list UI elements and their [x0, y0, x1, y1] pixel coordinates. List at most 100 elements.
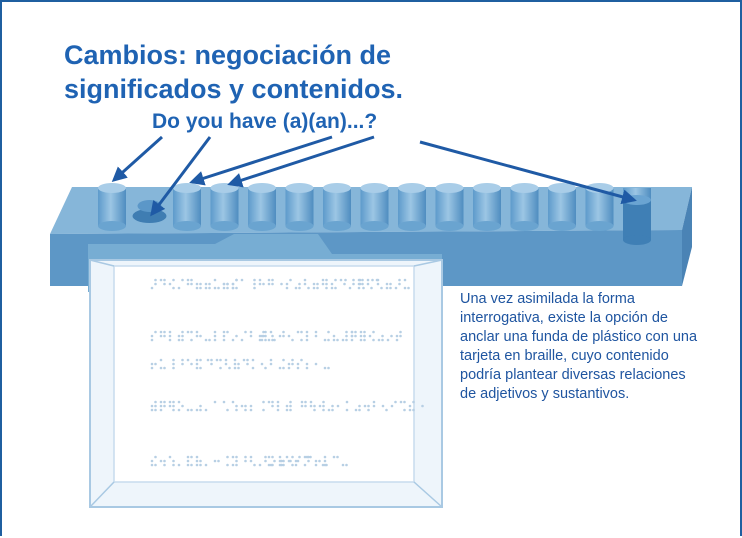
braille-dot	[264, 459, 267, 463]
braille-dot	[421, 404, 424, 408]
braille-dot	[305, 362, 309, 366]
braille-dot	[262, 282, 265, 286]
peg	[473, 183, 501, 231]
braille-dot	[314, 459, 318, 463]
braille-dot	[372, 404, 376, 408]
braille-dot	[213, 330, 217, 334]
braille-dot	[304, 400, 307, 404]
braille-dot	[217, 459, 220, 463]
braille-dot	[271, 334, 274, 338]
braille-dot	[177, 334, 181, 338]
peg	[548, 183, 576, 231]
braille-dot	[325, 282, 328, 286]
braille-dot	[372, 330, 375, 334]
braille-dot	[163, 463, 166, 467]
braille-dot	[235, 455, 238, 459]
braille-dot	[289, 408, 292, 412]
braille-dot	[204, 408, 208, 412]
braille-dot	[296, 330, 300, 334]
braille-dot	[186, 455, 190, 459]
braille-dot	[385, 408, 388, 412]
braille-dot	[350, 334, 354, 338]
braille-dot	[350, 330, 354, 334]
braille-dot	[269, 358, 273, 362]
braille-dot	[154, 282, 157, 286]
braille-dot	[159, 404, 163, 408]
braille-dot	[330, 286, 334, 290]
braille-dot	[159, 358, 163, 362]
braille-dot	[372, 338, 375, 342]
braille-dot	[262, 408, 265, 412]
braille-dot	[186, 459, 190, 463]
braille-dot	[186, 282, 190, 286]
braille-dot	[278, 334, 282, 338]
braille-dot	[222, 334, 226, 338]
braille-dot	[186, 358, 190, 362]
braille-dot	[334, 286, 337, 290]
braille-dot	[323, 459, 327, 463]
braille-dot	[231, 463, 235, 467]
braille-dot	[273, 338, 276, 342]
braille-dot	[172, 362, 175, 366]
arrow-2	[150, 136, 212, 217]
braille-dot	[289, 400, 292, 404]
braille-dot	[150, 404, 154, 408]
braille-dot	[249, 334, 253, 338]
braille-dot	[226, 282, 229, 286]
braille-dot	[399, 330, 402, 334]
braille-dot	[381, 334, 384, 338]
braille-dot	[294, 463, 298, 467]
braille-dot	[215, 358, 219, 362]
braille-dot	[190, 330, 193, 334]
braille-dot	[371, 278, 374, 282]
braille-dot	[163, 282, 166, 286]
braille-dot	[354, 408, 358, 412]
braille-dot	[150, 459, 154, 463]
braille-dot	[240, 404, 244, 408]
braille-dot	[244, 455, 247, 459]
braille-dot	[172, 459, 175, 463]
braille-dot	[345, 463, 348, 467]
braille-dot	[264, 330, 267, 334]
braille-dot	[287, 366, 291, 370]
braille-dot	[403, 408, 406, 412]
braille-dot	[359, 334, 363, 338]
braille-dot	[154, 278, 157, 282]
braille-dot	[345, 334, 348, 338]
peg	[398, 183, 426, 231]
braille-dot	[370, 286, 373, 290]
braille-dot	[361, 278, 364, 282]
braille-dot	[390, 334, 393, 338]
braille-dot	[323, 463, 327, 467]
braille-dot	[305, 330, 309, 334]
page-title: Cambios: negociación de significados y c…	[64, 40, 404, 104]
braille-dot	[150, 338, 154, 342]
braille-dot	[330, 282, 334, 286]
braille-dot	[213, 286, 217, 290]
braille-dot	[376, 278, 380, 282]
braille-dot	[321, 282, 325, 286]
braille-dot	[291, 362, 294, 366]
braille-dot	[251, 358, 255, 362]
braille-dot	[291, 455, 294, 459]
braille-dot	[177, 400, 181, 404]
braille-dot	[213, 459, 217, 463]
braille-dot	[345, 400, 349, 404]
braille-dot	[294, 459, 298, 463]
braille-dot	[260, 362, 264, 366]
braille-dot	[282, 459, 285, 463]
braille-dot	[213, 278, 217, 282]
braille-dot	[199, 334, 202, 338]
braille-dot	[154, 330, 157, 334]
braille-dot	[313, 408, 316, 412]
braille-dot	[381, 404, 385, 408]
braille-dot	[354, 334, 357, 338]
braille-dot	[249, 459, 253, 463]
braille-dot	[381, 338, 384, 342]
braille-dot	[399, 400, 403, 404]
braille-dot	[219, 366, 222, 370]
braille-dot	[323, 455, 327, 459]
braille-dot	[213, 400, 217, 404]
sleeve-inner-card	[113, 265, 415, 483]
braille-dot	[271, 278, 274, 282]
